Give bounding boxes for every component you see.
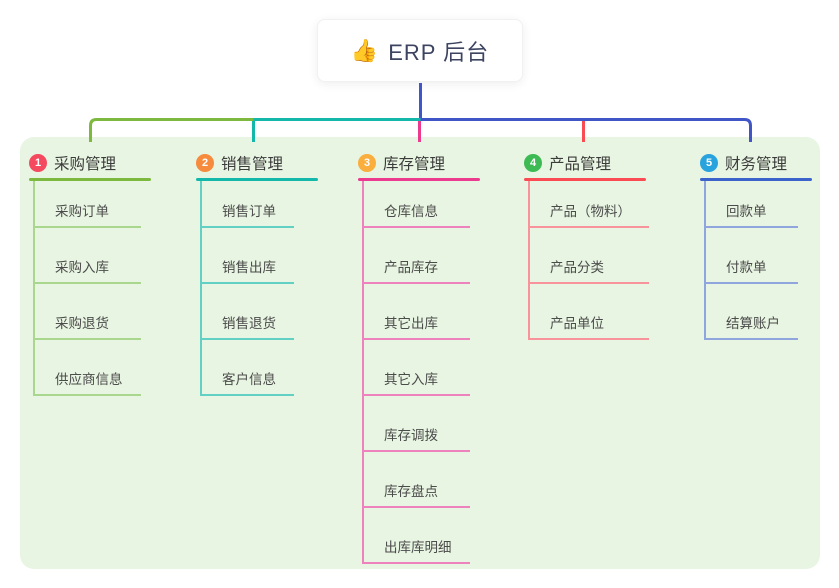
branch-2-children: 销售订单销售出库销售退货客户信息 — [200, 181, 294, 396]
mindmap-node[interactable]: 销售退货 — [202, 284, 294, 340]
branch-4-children: 产品（物料）产品分类产品单位 — [528, 181, 649, 340]
branch-number-badge: 5 — [700, 153, 718, 172]
branch-3: 3 库存管理仓库信息产品库存其它出库其它入库库存调拨库存盘点出库库明细 — [358, 150, 480, 564]
mindmap-node[interactable]: 库存盘点 — [364, 452, 470, 508]
branch-number-badge: 3 — [358, 153, 376, 172]
branch-1-header[interactable]: 1 采购管理 — [29, 150, 151, 175]
mindmap-node[interactable]: 其它出库 — [364, 284, 470, 340]
mindmap-node[interactable]: 付款单 — [706, 228, 798, 284]
mindmap-node[interactable]: 销售出库 — [202, 228, 294, 284]
branch-underline — [700, 178, 812, 181]
mindmap-node[interactable]: 仓库信息 — [364, 181, 470, 228]
mindmap-node[interactable]: 产品单位 — [530, 284, 649, 340]
branch-underline — [196, 178, 318, 181]
branch-label: 销售管理 — [221, 155, 284, 173]
branch-label: 财务管理 — [725, 155, 788, 173]
branch-1: 1 采购管理采购订单采购入库采购退货供应商信息 — [29, 150, 151, 396]
branch-label: 采购管理 — [54, 155, 117, 173]
mindmap-node[interactable]: 供应商信息 — [35, 340, 141, 396]
mindmap-node[interactable]: 采购订单 — [35, 181, 141, 228]
thumbs-up-icon: 👍 — [350, 37, 379, 63]
branch-3-header[interactable]: 3 库存管理 — [358, 150, 480, 175]
root-node[interactable]: 👍 ERP 后台 — [317, 19, 523, 82]
mindmap-node[interactable]: 产品库存 — [364, 228, 470, 284]
mindmap-node[interactable]: 销售订单 — [202, 181, 294, 228]
branch-label: 库存管理 — [383, 155, 446, 173]
branch-3-children: 仓库信息产品库存其它出库其它入库库存调拨库存盘点出库库明细 — [362, 181, 470, 564]
branch-label: 产品管理 — [549, 155, 612, 173]
mindmap-node[interactable]: 回款单 — [706, 181, 798, 228]
branch-underline — [524, 178, 646, 181]
mindmap-node[interactable]: 产品分类 — [530, 228, 649, 284]
mindmap-node[interactable]: 客户信息 — [202, 340, 294, 396]
branch-4-header[interactable]: 4 产品管理 — [524, 150, 649, 175]
mindmap-node[interactable]: 库存调拨 — [364, 396, 470, 452]
branches-panel — [20, 137, 820, 569]
branch-number-badge: 4 — [524, 153, 542, 172]
mindmap-node[interactable]: 出库库明细 — [364, 508, 470, 564]
branch-5-header[interactable]: 5 财务管理 — [700, 150, 812, 175]
root-node-label: ERP 后台 — [388, 39, 490, 65]
mindmap-node[interactable]: 采购退货 — [35, 284, 141, 340]
branch-underline — [29, 178, 151, 181]
branch-underline — [358, 178, 480, 181]
branch-number-badge: 2 — [196, 153, 214, 172]
branch-5: 5 财务管理回款单付款单结算账户 — [700, 150, 812, 340]
mindmap-node[interactable]: 产品（物料） — [530, 181, 649, 228]
mindmap-node[interactable]: 其它入库 — [364, 340, 470, 396]
mindmap-node[interactable]: 采购入库 — [35, 228, 141, 284]
mindmap-node[interactable]: 结算账户 — [706, 284, 798, 340]
branch-2: 2 销售管理销售订单销售出库销售退货客户信息 — [196, 150, 318, 396]
branch-4: 4 产品管理产品（物料）产品分类产品单位 — [524, 150, 649, 340]
branch-number-badge: 1 — [29, 153, 47, 172]
branch-2-header[interactable]: 2 销售管理 — [196, 150, 318, 175]
branch-5-children: 回款单付款单结算账户 — [704, 181, 798, 340]
branch-1-children: 采购订单采购入库采购退货供应商信息 — [33, 181, 141, 396]
